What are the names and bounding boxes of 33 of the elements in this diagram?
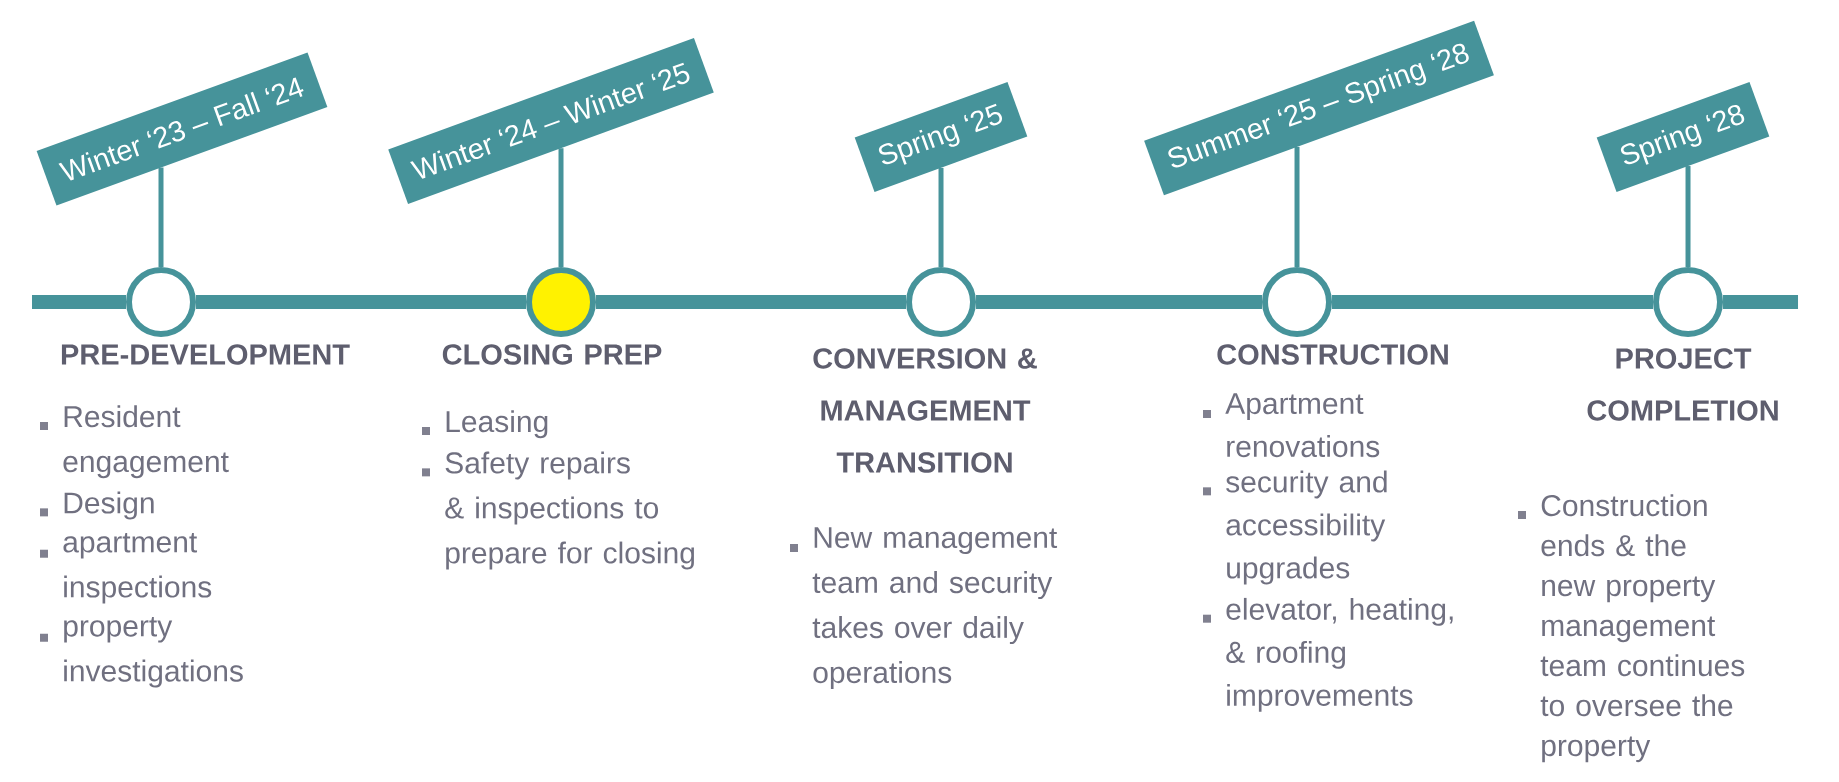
- bullet-item: property investigations: [40, 616, 243, 688]
- timeline-line: [196, 295, 526, 309]
- milestone-circle: [1653, 267, 1723, 337]
- milestone-circle: [1262, 267, 1332, 337]
- connector-line: [938, 167, 944, 267]
- bullet-item: Construction ends & the new property management team continues to oversee the property: [1518, 494, 1745, 763]
- phase-heading: PROJECT COMPLETION: [1587, 348, 1778, 421]
- date-tag: Spring ‘25: [854, 81, 1028, 193]
- connector-line: [1294, 146, 1300, 267]
- connector-line: [558, 148, 564, 267]
- milestone-circle: [906, 267, 976, 337]
- timeline-line: [596, 295, 906, 309]
- phase-heading: CONSTRUCTION: [1217, 344, 1448, 365]
- milestone-circle: [526, 267, 596, 337]
- timeline-line: [976, 295, 1262, 309]
- bullet-item: Resident engagement: [40, 405, 229, 479]
- bullet-item: Design: [40, 491, 154, 520]
- connector-line: [1685, 166, 1691, 267]
- phase-heading: CLOSING PREP: [442, 344, 662, 365]
- timeline-line: [1723, 295, 1798, 309]
- bullet-item: Safety repairs & inspections to prepare for closing: [422, 451, 694, 570]
- connector-line: [158, 167, 164, 267]
- date-tag: Spring ‘28: [1596, 81, 1770, 193]
- milestone-circle: [126, 267, 196, 337]
- date-tag: Winter ‘24 – Winter ‘25: [388, 38, 714, 204]
- timeline-line: [32, 295, 126, 309]
- phase-heading: PRE-DEVELOPMENT: [61, 344, 350, 365]
- bullet-item: Leasing: [422, 410, 548, 439]
- date-tag: Winter ‘23 – Fall ‘24: [36, 52, 328, 206]
- phase-heading: CONVERSION & MANAGEMENT TRANSITION: [813, 348, 1037, 473]
- timeline-line: [1332, 295, 1653, 309]
- bullet-item: New management team and security takes over daily operations: [790, 527, 1058, 690]
- bullet-item: elevator, heating, & roofing improvements: [1203, 597, 1453, 712]
